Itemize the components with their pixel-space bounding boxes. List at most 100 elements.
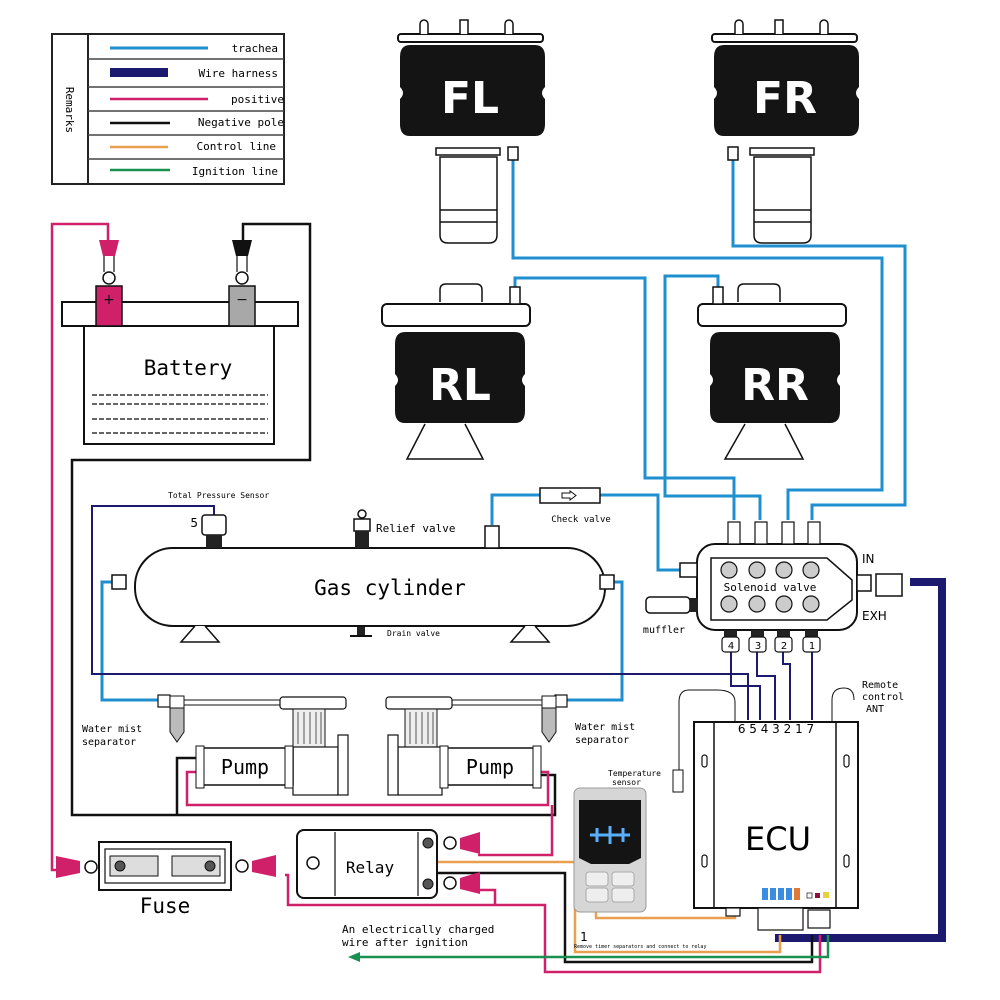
antenna-wire <box>831 687 855 722</box>
ecu: 6 5 4 3 2 1 7 ECU Remote control ANT Tem… <box>608 680 904 931</box>
valve-port-2: 2 <box>781 641 787 652</box>
power-wiring <box>50 222 830 974</box>
legend-label-control: Control line <box>197 140 276 153</box>
check-valve: Check valve <box>539 487 611 525</box>
pressure-sensor-pin: 5 <box>190 516 198 530</box>
remote-label-line3: ANT <box>866 704 884 715</box>
gas-cylinder-label: Gas cylinder <box>314 576 466 600</box>
pump-left: Pump Water mist separator <box>82 694 349 796</box>
wire-relay-control <box>428 860 782 954</box>
separator-left-line2: separator <box>82 737 136 748</box>
control-note: Remove timer separators and connect to r… <box>574 944 706 950</box>
positive-clamp-icon <box>99 240 119 256</box>
airbag-fr-label: FR <box>753 73 817 124</box>
harness-valve-2 <box>782 652 791 720</box>
controller-display-icon <box>590 826 630 844</box>
harness-valve-4 <box>730 652 761 720</box>
legend-label-ignition: Ignition line <box>192 165 278 178</box>
relay-top-terminal-icon <box>460 832 480 854</box>
legend: Remarks trachea Wire harness positive Ne… <box>51 33 285 185</box>
ecu-power-connector <box>807 909 831 929</box>
fuse: Fuse <box>56 841 276 918</box>
gas-cylinder: Gas cylinder Total Pressure Sensor 5 Rel… <box>111 487 615 643</box>
temperature-probe <box>672 769 684 793</box>
temperature-label-line2: sensor <box>612 778 641 787</box>
legend-swatch-harness <box>110 68 168 77</box>
control-pin-label: 1 <box>580 930 588 944</box>
drain-valve-label: Drain valve <box>387 629 440 638</box>
wire-fuse-to-relay <box>285 873 822 974</box>
airbag-fl: FL <box>397 19 545 244</box>
ecu-pin-labels: 6 5 4 3 2 1 7 <box>738 722 814 736</box>
pressure-sensor-label: Total Pressure Sensor <box>168 491 269 500</box>
airline-checkvalve-out <box>600 493 680 572</box>
fuse-left-terminal-icon <box>56 856 80 878</box>
wire-pump-left-negative <box>175 756 200 815</box>
airbag-rr: RR <box>697 283 847 460</box>
harness-valve-3 <box>756 652 776 720</box>
airline-rr <box>663 274 762 520</box>
pump-right-label: Pump <box>466 755 514 779</box>
harness-pressure-sensor <box>91 505 749 720</box>
remote-label-line2: control <box>862 692 904 703</box>
fuse-label: Fuse <box>140 894 191 918</box>
valve-port-4: 4 <box>728 641 734 652</box>
dip-switches <box>762 888 829 900</box>
solenoid-exh-label: EXH <box>862 609 887 623</box>
battery-negative-terminal <box>228 285 256 327</box>
legend-label-harness: Wire harness <box>199 67 278 80</box>
drain-valve: Drain valve <box>350 627 440 638</box>
harness-main <box>775 578 946 942</box>
relay: Relay <box>296 829 480 899</box>
notes: An electrically charged wire after ignit… <box>342 923 706 950</box>
wire-battery-positive <box>50 222 110 872</box>
solenoid-label: Solenoid valve <box>724 581 817 594</box>
wire-battery-negative <box>70 222 557 817</box>
legend-row-lines <box>88 58 284 160</box>
battery: + − Battery <box>61 240 299 445</box>
check-valve-label: Check valve <box>551 515 611 525</box>
valve-port-1: 1 <box>809 641 815 652</box>
legend-title: Remarks <box>63 87 76 133</box>
legend-label-negative: Negative pole <box>198 116 284 129</box>
wire-pump-positive <box>185 770 550 807</box>
valve-port-3: 3 <box>755 641 761 652</box>
solenoid-valve: Solenoid valve IN EXH muffler 4 3 2 1 <box>643 521 903 653</box>
battery-positive-terminal <box>95 285 123 327</box>
airbag-rl-label: RL <box>429 360 491 411</box>
arrow-right-icon <box>561 490 577 501</box>
muffler: muffler <box>643 596 698 636</box>
ignition-note-line1: An electrically charged <box>342 923 494 936</box>
relief-valve: Relief valve <box>353 509 455 548</box>
airbag-rl: RL <box>381 283 531 460</box>
solenoid-connector <box>875 573 903 597</box>
temperature-sensor-wire <box>678 689 736 772</box>
controller-buttons <box>585 871 635 903</box>
airline-checkvalve <box>490 493 540 525</box>
separator-left-line1: Water mist <box>82 724 142 735</box>
airbag-fr: FR <box>711 19 859 244</box>
solenoid-in-label: IN <box>862 552 875 566</box>
pressure-sensor: Total Pressure Sensor 5 <box>168 491 269 548</box>
wire-harness <box>91 505 946 942</box>
relay-label: Relay <box>346 858 395 877</box>
wire-relay-negative <box>428 871 814 964</box>
separator-right-line2: separator <box>575 735 629 746</box>
air-lines <box>100 160 907 702</box>
legend-label-trachea: trachea <box>232 42 278 55</box>
battery-label: Battery <box>144 356 233 380</box>
valve-connectors: 4 3 2 1 <box>721 630 821 653</box>
airline-rl <box>513 276 736 520</box>
relay-bottom-terminal-icon <box>460 872 480 894</box>
legend-frame <box>51 33 285 185</box>
tank-outlet-fitting <box>484 525 500 549</box>
ignition-note-line2: wire after ignition <box>342 936 468 949</box>
remote-label-line1: Remote <box>862 680 898 691</box>
airline-fr <box>731 160 907 520</box>
pump-left-label: Pump <box>221 755 269 779</box>
muffler-label: muffler <box>643 625 685 636</box>
relief-valve-label: Relief valve <box>376 522 455 535</box>
negative-clamp-icon <box>232 240 252 256</box>
airbag-fl-label: FL <box>441 73 499 124</box>
